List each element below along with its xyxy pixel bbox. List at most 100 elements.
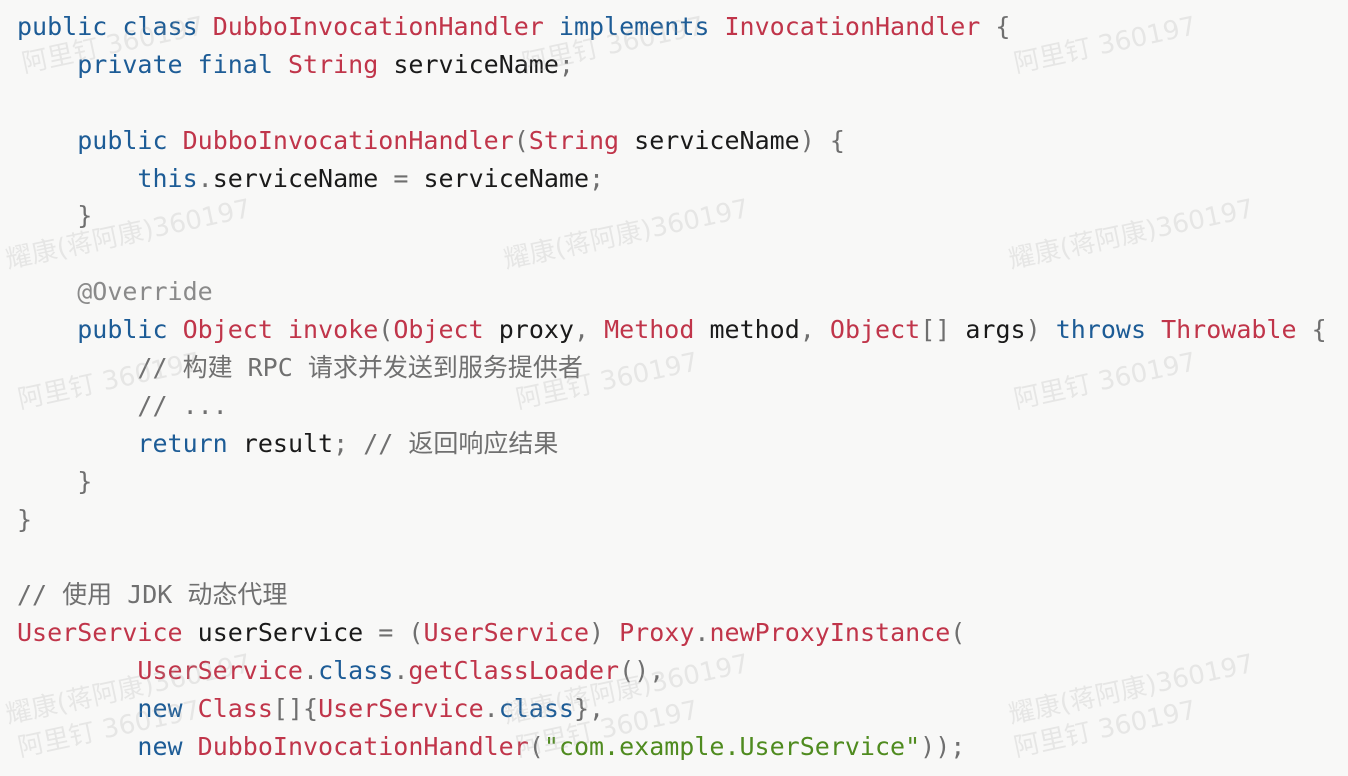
code-token: ; bbox=[333, 428, 364, 458]
code-token: args bbox=[965, 315, 1026, 345]
code-token: Throwable bbox=[1161, 315, 1297, 345]
code-token: ) bbox=[1025, 315, 1056, 345]
code-token: ( bbox=[378, 315, 394, 345]
code-token: invoke bbox=[287, 315, 379, 345]
code-token bbox=[1146, 315, 1161, 344]
code-token bbox=[17, 656, 137, 685]
code-token: new bbox=[137, 731, 183, 761]
code-token: // 使用 JDK 动态代理 bbox=[17, 580, 288, 610]
code-token bbox=[17, 694, 137, 723]
code-token bbox=[228, 429, 243, 458]
code-token: = bbox=[378, 163, 424, 193]
code-token: ) bbox=[589, 618, 620, 648]
code-token: public bbox=[77, 315, 168, 345]
code-token: new bbox=[137, 694, 183, 724]
code-token: getClassLoader bbox=[408, 656, 620, 686]
code-token bbox=[484, 315, 499, 344]
code-token bbox=[378, 50, 393, 79]
code-token bbox=[17, 391, 137, 420]
code-token: implements bbox=[558, 12, 710, 41]
code-line: this.serviceName = serviceName; bbox=[17, 160, 1327, 198]
code-token bbox=[17, 353, 137, 382]
code-token bbox=[17, 277, 77, 306]
code-token: method bbox=[709, 315, 800, 345]
code-token: } bbox=[17, 504, 33, 534]
code-token: ; bbox=[589, 163, 605, 193]
code-token bbox=[168, 126, 183, 155]
code-token: public bbox=[17, 12, 108, 41]
code-token: "com.example.UserService" bbox=[543, 731, 921, 761]
code-token: (), bbox=[619, 656, 665, 686]
code-token: }, bbox=[573, 694, 605, 724]
code-token bbox=[619, 126, 634, 155]
code-token: { bbox=[1296, 315, 1327, 345]
code-line: public Object invoke(Object proxy, Metho… bbox=[17, 311, 1327, 349]
code-token: DubboInvocationHandler bbox=[182, 125, 514, 155]
code-token: class bbox=[318, 656, 394, 686]
code-token: DubboInvocationHandler bbox=[212, 12, 544, 41]
code-token: userService bbox=[197, 618, 364, 648]
code-token bbox=[17, 50, 77, 79]
code-token bbox=[17, 732, 137, 761]
code-token: newProxyInstance bbox=[709, 618, 951, 648]
code-token: { bbox=[980, 12, 1011, 41]
code-token bbox=[183, 694, 198, 723]
code-token: serviceName bbox=[634, 125, 800, 155]
code-token: final bbox=[197, 49, 273, 79]
code-token: return bbox=[137, 428, 228, 458]
code-token: DubboInvocationHandler bbox=[197, 731, 529, 761]
code-token: = ( bbox=[363, 618, 424, 648]
code-token bbox=[183, 732, 198, 761]
code-token bbox=[17, 164, 137, 193]
code-token: , bbox=[573, 315, 605, 345]
code-line: @Override bbox=[17, 273, 1327, 311]
code-token: UserService bbox=[318, 694, 484, 724]
code-token: Object bbox=[829, 315, 921, 345]
code-token: Class bbox=[197, 694, 273, 724]
code-token: @Override bbox=[77, 277, 213, 307]
code-token: result bbox=[242, 428, 334, 458]
code-token: serviceName bbox=[212, 163, 379, 193]
code-token: UserService bbox=[423, 618, 590, 648]
code-token: serviceName bbox=[393, 49, 559, 79]
code-token bbox=[544, 12, 559, 41]
code-token bbox=[709, 12, 724, 41]
code-line: // 构建 RPC 请求并发送到服务提供者 bbox=[17, 349, 1327, 387]
code-line: ​ bbox=[17, 235, 1327, 273]
code-token bbox=[107, 12, 122, 41]
code-token bbox=[183, 50, 198, 79]
code-line: new DubboInvocationHandler("com.example.… bbox=[17, 728, 1327, 766]
code-line: } bbox=[17, 463, 1327, 501]
code-token: ; bbox=[558, 49, 574, 79]
code-token: Object bbox=[182, 315, 273, 345]
code-token: Object bbox=[393, 315, 484, 345]
code-token: . bbox=[303, 656, 319, 686]
code-token: String bbox=[287, 49, 379, 79]
code-token: // ... bbox=[137, 390, 228, 420]
code-token: public bbox=[77, 125, 168, 155]
code-line: UserService.class.getClassLoader(), bbox=[17, 652, 1327, 690]
code-token bbox=[17, 315, 77, 344]
code-token bbox=[168, 315, 183, 344]
code-token: InvocationHandler bbox=[724, 12, 981, 41]
code-token: []{ bbox=[272, 694, 319, 724]
code-token: } bbox=[17, 201, 93, 231]
code-line: UserService userService = (UserService) … bbox=[17, 614, 1327, 652]
code-token: Proxy bbox=[619, 618, 695, 648]
code-token: Method bbox=[604, 315, 695, 345]
code-token: class bbox=[122, 12, 198, 41]
code-line: new Class[]{UserService.class}, bbox=[17, 690, 1327, 728]
code-token bbox=[183, 618, 198, 647]
code-token: proxy bbox=[498, 315, 574, 345]
code-listing: public class DubboInvocationHandler impl… bbox=[17, 8, 1327, 766]
code-token: // 返回响应结果 bbox=[363, 428, 559, 458]
code-token bbox=[694, 315, 709, 344]
code-token: UserService bbox=[137, 656, 303, 686]
code-token bbox=[198, 12, 213, 41]
code-token: String bbox=[528, 125, 620, 155]
code-token: this bbox=[137, 163, 198, 193]
code-token: . bbox=[694, 618, 710, 648]
code-line: } bbox=[17, 501, 1327, 539]
code-line: } bbox=[17, 197, 1327, 235]
